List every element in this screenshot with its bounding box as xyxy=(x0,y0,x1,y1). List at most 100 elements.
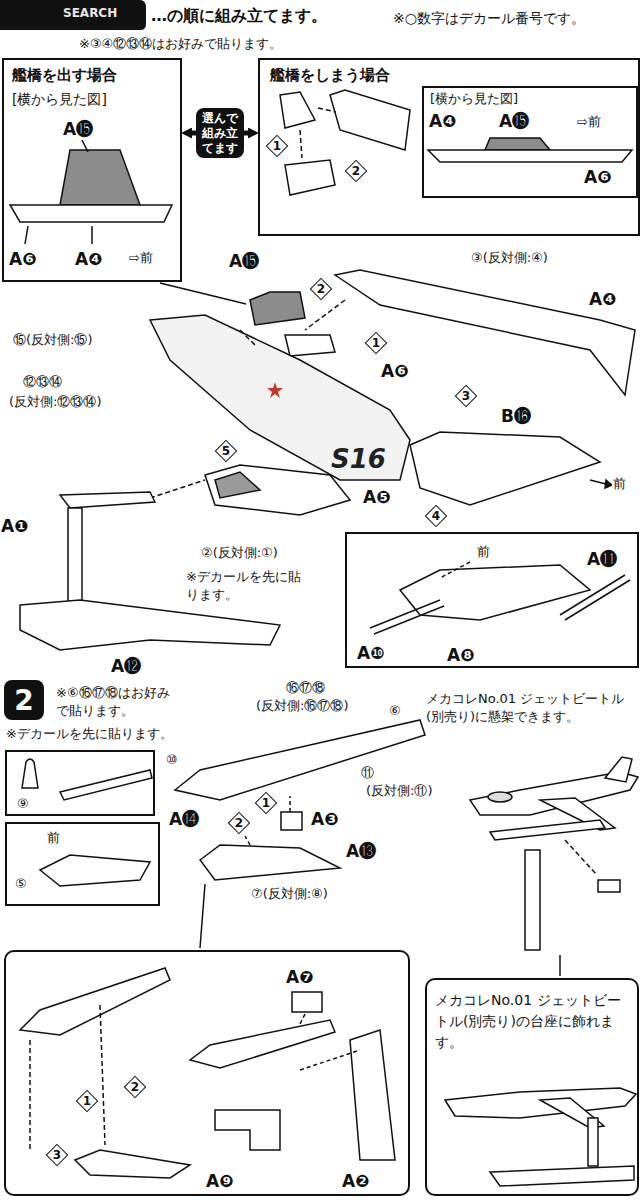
turret-parts-part xyxy=(22,759,38,788)
part-label: A❽ xyxy=(447,644,475,666)
side-view-stowed xyxy=(428,138,632,162)
mount-steps-part xyxy=(75,1150,190,1178)
note-text: …の順に組み立てます。 xyxy=(150,6,328,27)
display-base-part xyxy=(445,1088,636,1118)
red-star-part xyxy=(267,382,283,398)
note-text: ※○数字はデカール番号です。 xyxy=(392,9,586,27)
side-view-extended xyxy=(10,140,246,304)
part-label: A⓭ xyxy=(345,840,377,862)
part-label: A❾ xyxy=(206,1170,234,1192)
node-text: 前 xyxy=(477,544,490,561)
part-label: A❹ xyxy=(428,110,458,132)
part-label: A❹ xyxy=(588,288,618,310)
mount-steps-part xyxy=(215,1110,280,1150)
jet-beetle-part xyxy=(605,757,632,782)
part-label: 艦橋をしまう場合 xyxy=(270,66,390,86)
view-panel: 艦橋をしまう場合[横から見た図] xyxy=(258,58,640,236)
node-text: メカコレNo.01 ジェットビートル(別売り)の台座に飾れます。 xyxy=(435,990,633,1053)
node-text: 選んで組み立てます xyxy=(200,111,240,156)
side-view-extended-part xyxy=(160,283,246,304)
step-order-number: 2 xyxy=(345,160,367,182)
step-order-number: 5 xyxy=(215,440,237,462)
side-view-extended-part xyxy=(25,226,28,244)
jet-beetle-part xyxy=(525,850,540,950)
side-view-extended-part xyxy=(60,150,140,205)
mount-steps-part xyxy=(190,1020,335,1068)
hull-assembly-part xyxy=(410,432,600,505)
part-label: B⓰ xyxy=(500,405,532,427)
display-base xyxy=(445,1088,636,1186)
choice-arrow xyxy=(244,131,248,136)
part-label: A❻ xyxy=(583,166,613,188)
stand-part xyxy=(60,492,155,508)
mount-steps-part xyxy=(300,1050,360,1070)
note-text: ③(反対側:④) xyxy=(470,250,549,267)
step-order-number: 2 xyxy=(228,812,250,834)
side-view-extended-part xyxy=(10,205,172,222)
note-text: ⑦(反対側:⑧) xyxy=(250,886,329,903)
step2-hull-part xyxy=(200,884,205,948)
mount-steps-part xyxy=(20,968,170,1035)
exploded-bridge-stowed-part xyxy=(318,108,336,112)
hull-assembly-part xyxy=(305,300,345,330)
part-label: A❸ xyxy=(310,808,340,830)
note-text: ※デカールを先に貼ります。 xyxy=(185,568,302,604)
hull-assembly xyxy=(150,270,635,515)
note-text: ②(反対側:①) xyxy=(200,545,279,562)
hull-assembly-part xyxy=(250,292,305,325)
hull-assembly-part xyxy=(150,315,410,480)
exploded-bridge-stowed-part xyxy=(330,90,410,150)
part-label: A❺ xyxy=(362,486,392,508)
step-order-number: 1 xyxy=(255,792,277,814)
node-text: 2 xyxy=(14,683,33,718)
inset-parts-part xyxy=(374,606,444,634)
part-label: A❻ xyxy=(380,360,410,382)
watermark: SEARCH xyxy=(62,6,118,22)
side-view-extended-part xyxy=(82,140,88,152)
turret-parts xyxy=(22,759,152,800)
note-text: ※⑥⑯⑰⑱はお好みで貼ります。 xyxy=(55,684,182,720)
note-text: (反対側:⑫⑬⑭) xyxy=(8,394,103,411)
part-label: 艦橋を出す場合 xyxy=(12,66,117,86)
step-order-number: 1 xyxy=(266,135,288,157)
step-order-number: 1 xyxy=(76,1090,98,1112)
red-star xyxy=(267,382,283,398)
parts-inset: 前A❿A❽A⓫ xyxy=(345,532,639,668)
note-text: ⑩ xyxy=(165,752,179,769)
inset-parts-part xyxy=(370,600,440,628)
exploded-bridge-stowed-part xyxy=(280,92,315,128)
step-order-number: 1 xyxy=(365,332,387,354)
node-text: ⑤ xyxy=(15,876,27,893)
side-view-extended-part xyxy=(91,226,93,244)
mount-steps-part xyxy=(300,1014,305,1024)
note-text: 前 xyxy=(612,476,627,493)
inset-parts-part xyxy=(560,575,625,615)
stand-part xyxy=(20,600,280,650)
step-order-number: 3 xyxy=(46,1144,68,1166)
note-text: ⇨前 xyxy=(128,250,154,267)
display-base-part xyxy=(490,1166,634,1186)
part-label: A❼ xyxy=(286,966,314,988)
mount-steps-part xyxy=(100,1005,105,1145)
small-ship-part xyxy=(40,855,150,886)
header-bar xyxy=(0,0,146,30)
hull-marking: S16 xyxy=(330,443,387,477)
assembly-panel: A❼213A❾A❷ xyxy=(4,950,410,1196)
note-panel: メカコレNo.01 ジェットビートル(別売り)の台座に飾れます。 xyxy=(425,978,639,1196)
part-label: A⓯ xyxy=(62,118,94,140)
note-text: (反対側:⑪) xyxy=(365,783,434,800)
header-bar-part xyxy=(0,0,146,30)
step2-hull xyxy=(175,720,425,948)
note-text: ⑮(反対側:⑮) xyxy=(12,332,94,349)
exploded-bridge-stowed-part xyxy=(300,130,302,158)
mount-steps-part xyxy=(292,992,322,1012)
stand-part xyxy=(68,508,82,602)
part-label: A⓮ xyxy=(168,808,200,830)
step-order-number: 2 xyxy=(124,1076,146,1098)
hull-assembly-part xyxy=(205,465,350,515)
note-text: メカコレNo.01 ジェットビートル(別売り)に懸架できます。 xyxy=(425,690,639,726)
note-text: (反対側:⑯⑰⑱) xyxy=(255,698,350,715)
part-label: A⓯ xyxy=(228,250,260,272)
